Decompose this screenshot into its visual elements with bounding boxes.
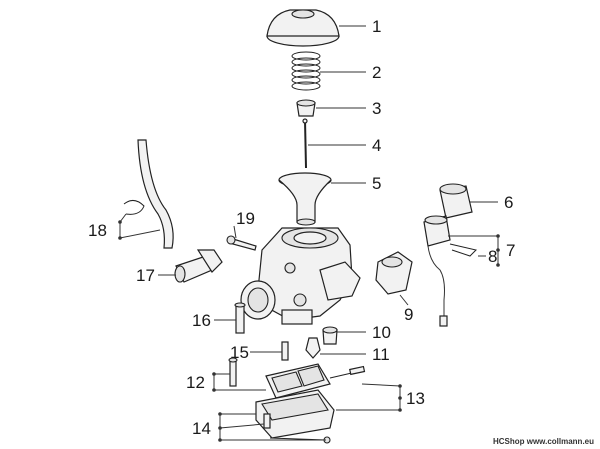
part-7-choke bbox=[423, 215, 451, 327]
part-10-cap bbox=[322, 326, 338, 345]
label-13: 13 bbox=[406, 389, 425, 408]
part-2-spring bbox=[291, 51, 321, 91]
leader-lines bbox=[119, 25, 499, 441]
part-16-screw bbox=[234, 302, 246, 334]
part-1-cover-cap bbox=[266, 9, 340, 47]
label-8: 8 bbox=[488, 247, 497, 266]
label-9: 9 bbox=[404, 305, 413, 324]
label-6: 6 bbox=[504, 193, 513, 212]
label-12: 12 bbox=[186, 373, 205, 392]
label-7: 7 bbox=[506, 241, 515, 260]
label-19: 19 bbox=[236, 209, 255, 228]
part-17-elbow bbox=[174, 249, 223, 283]
watermark-text: HCShop www.collmann.eu bbox=[492, 437, 594, 446]
callout-labels: 1 2 3 4 5 6 7 8 9 10 11 12 13 14 15 16 1… bbox=[88, 17, 515, 438]
part-9-choke-housing bbox=[375, 251, 413, 295]
label-5: 5 bbox=[372, 174, 381, 193]
part-4-jet-needle bbox=[302, 118, 308, 169]
label-10: 10 bbox=[372, 323, 391, 342]
label-4: 4 bbox=[372, 136, 381, 155]
part-19-screw bbox=[226, 235, 257, 251]
label-2: 2 bbox=[372, 63, 381, 82]
label-18: 18 bbox=[88, 221, 107, 240]
part-15-pilot-jet bbox=[281, 341, 289, 361]
part-3-needle-holder bbox=[296, 99, 316, 117]
label-14: 14 bbox=[192, 419, 211, 438]
part-12-screw bbox=[228, 357, 238, 387]
label-15: 15 bbox=[230, 343, 249, 362]
label-3: 3 bbox=[372, 99, 381, 118]
part-14-float-bowl bbox=[255, 389, 335, 444]
connection-dots bbox=[118, 220, 500, 442]
part-11-jet bbox=[305, 337, 321, 359]
part-5-diaphragm bbox=[278, 172, 332, 226]
carburetor-body bbox=[240, 227, 361, 325]
part-18-hose bbox=[123, 139, 174, 249]
label-17: 17 bbox=[136, 266, 155, 285]
label-1: 1 bbox=[372, 17, 381, 36]
part-13-float bbox=[265, 363, 366, 399]
label-11: 11 bbox=[372, 345, 390, 364]
label-16: 16 bbox=[192, 311, 211, 330]
part-8-clip bbox=[449, 243, 477, 257]
part-6-sleeve bbox=[439, 183, 473, 219]
